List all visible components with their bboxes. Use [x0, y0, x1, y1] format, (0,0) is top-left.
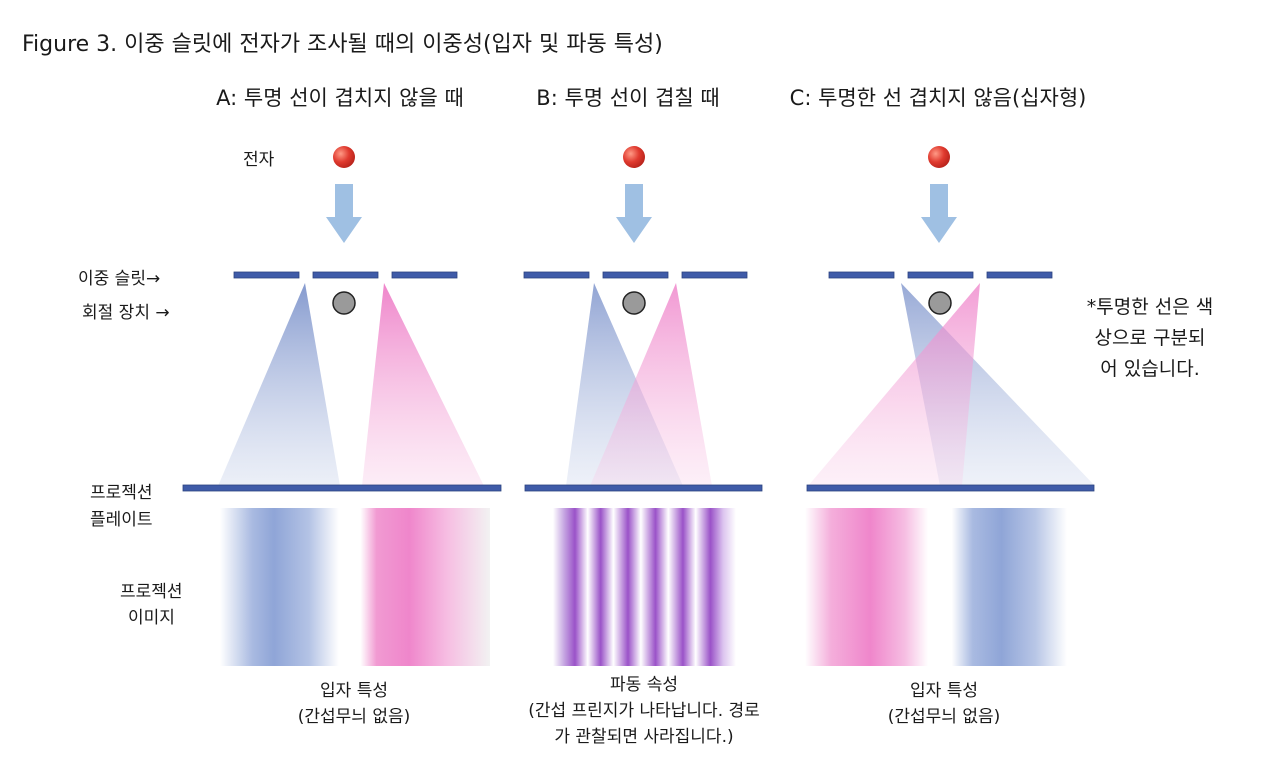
obstacle-disc [332, 291, 356, 315]
projection-image-label-line1: 프로젝션 [120, 582, 183, 602]
panel-b-caption-line3: 가 관찰되면 사라집니다.) [554, 727, 734, 747]
color-note: *투명한 선은 색 상으로 구분되 어 있습니다. [1070, 292, 1230, 385]
obstacle-disc [928, 291, 952, 315]
electron-icon [333, 146, 355, 168]
panel-b-caption-line2: (간섭 프린지가 나타납니다. 경로 [528, 701, 760, 721]
projection-image-b [553, 508, 736, 666]
down-arrow-icon [921, 184, 957, 243]
blue-beam [218, 283, 340, 486]
figure-title: Figure 3. 이중 슬릿에 전자가 조사될 때의 이중성(입자 및 파동 … [22, 32, 663, 57]
projection-plate [182, 484, 502, 492]
slit-bar [907, 271, 974, 279]
panel-b-title: B: 투명 선이 겹칠 때 [536, 86, 720, 110]
projection-image-a [220, 508, 490, 666]
slit-bar [602, 271, 669, 279]
projection-image-label-line2: 이미지 [128, 608, 175, 628]
panel-b-caption: 파동 속성 (간섭 프린지가 나타납니다. 경로 가 관찰되면 사라집니다.) [528, 672, 760, 750]
diffraction-device-label: 회절 장치 → [82, 303, 170, 323]
projection-image-c [805, 508, 1067, 666]
color-note-line3: 어 있습니다. [1100, 358, 1200, 380]
panel-a-caption: 입자 특성 (간섭무늬 없음) [298, 678, 411, 730]
double-slit-label: 이중 슬릿→ [78, 269, 161, 289]
panel-c-diagram [805, 146, 1095, 666]
panel-c-caption: 입자 특성 (간섭무늬 없음) [888, 678, 1001, 730]
electron-icon [928, 146, 950, 168]
slit-bar [681, 271, 748, 279]
projection-plate [524, 484, 763, 492]
electron-icon [623, 146, 645, 168]
panel-a-caption-line2: (간섭무늬 없음) [297, 707, 411, 727]
slit-bar [828, 271, 895, 279]
slit-bar [391, 271, 458, 279]
panel-c-caption-line2: (간섭무늬 없음) [887, 707, 1001, 727]
pink-beam [590, 283, 712, 486]
projection-plate-label-line1: 프로젝션 [90, 483, 153, 503]
panel-a-title: A: 투명 선이 겹치지 않을 때 [216, 86, 464, 110]
obstacle-disc [622, 291, 646, 315]
panel-c-title: C: 투명한 선 겹치지 않음(십자형) [789, 86, 1087, 110]
slit-bar [233, 271, 300, 279]
slit-bar [986, 271, 1053, 279]
pink-beam [362, 283, 484, 486]
electron-label: 전자 [243, 150, 275, 170]
panel-a-diagram [182, 146, 502, 666]
panel-c-caption-line1: 입자 특성 [910, 681, 978, 701]
slit-bar [312, 271, 379, 279]
color-note-line2: 상으로 구분되 [1094, 327, 1206, 349]
projection-plate-label-line2: 플레이트 [90, 510, 153, 530]
panel-b-diagram [523, 146, 763, 666]
down-arrow-icon [326, 184, 362, 243]
color-note-line1: *투명한 선은 색 [1086, 296, 1214, 318]
slit-bar [523, 271, 590, 279]
panel-a-caption-line1: 입자 특성 [320, 681, 388, 701]
pink-beam [808, 283, 980, 486]
panel-b-caption-line1: 파동 속성 [610, 675, 678, 695]
down-arrow-icon [616, 184, 652, 243]
projection-plate [806, 484, 1095, 492]
